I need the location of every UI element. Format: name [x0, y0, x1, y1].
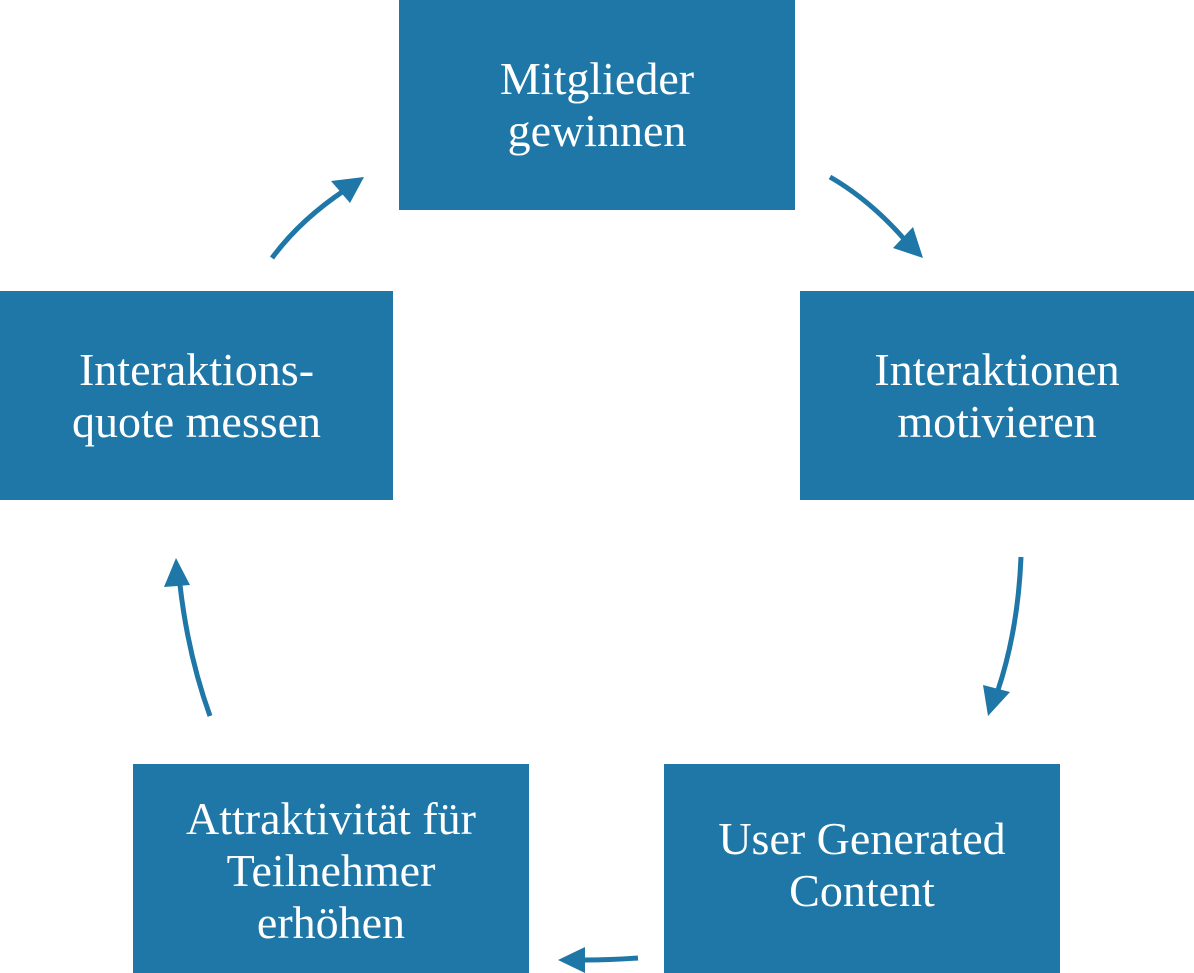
- arrow-5-to-1: [269, 187, 347, 260]
- arrow-2-to-3: [995, 556, 1024, 691]
- node-label-line: User Generated: [718, 812, 1006, 864]
- node-label-line: Content: [789, 864, 935, 916]
- node-label: Interaktionen motivieren: [874, 344, 1119, 448]
- node-label-line: quote messen: [71, 395, 322, 447]
- arrowhead-3-to-4: [558, 947, 585, 973]
- node-interaktionsquote-messen: Interaktions- quote messen: [0, 291, 393, 500]
- node-label-line: Mitglieder: [499, 53, 695, 104]
- arrowhead-4-to-5: [164, 558, 190, 587]
- node-label-line: motivieren: [897, 395, 1097, 447]
- node-label: Attraktivität für Teilnehmer erhöhen: [186, 793, 476, 949]
- arrow-4-to-5: [177, 584, 213, 717]
- node-label-line: Interaktions-: [78, 343, 315, 395]
- node-label-line: gewinnen: [507, 105, 687, 156]
- node-attraktivitaet-erhoehen: Attraktivität für Teilnehmer erhöhen: [133, 764, 529, 973]
- node-label: Interaktions- quote messen: [72, 344, 321, 448]
- node-label-line: Teilnehmer: [226, 844, 436, 896]
- arrowhead-2-to-3: [983, 685, 1010, 716]
- node-label: Mitglieder gewinnen: [500, 53, 694, 157]
- node-label-line: Interaktionen: [874, 343, 1120, 395]
- arrowhead-1-to-2: [893, 227, 923, 258]
- arrow-3-to-4: [584, 955, 639, 963]
- arrow-1-to-2: [828, 174, 907, 242]
- node-mitglieder-gewinnen: Mitglieder gewinnen: [399, 0, 795, 210]
- node-label-line: erhöhen: [256, 896, 406, 948]
- node-label: User Generated Content: [718, 813, 1005, 917]
- node-interaktionen-motivieren: Interaktionen motivieren: [800, 291, 1194, 500]
- node-label-line: Attraktivität für: [186, 792, 476, 844]
- node-user-generated-content: User Generated Content: [664, 764, 1060, 973]
- arrowhead-5-to-1: [331, 177, 364, 203]
